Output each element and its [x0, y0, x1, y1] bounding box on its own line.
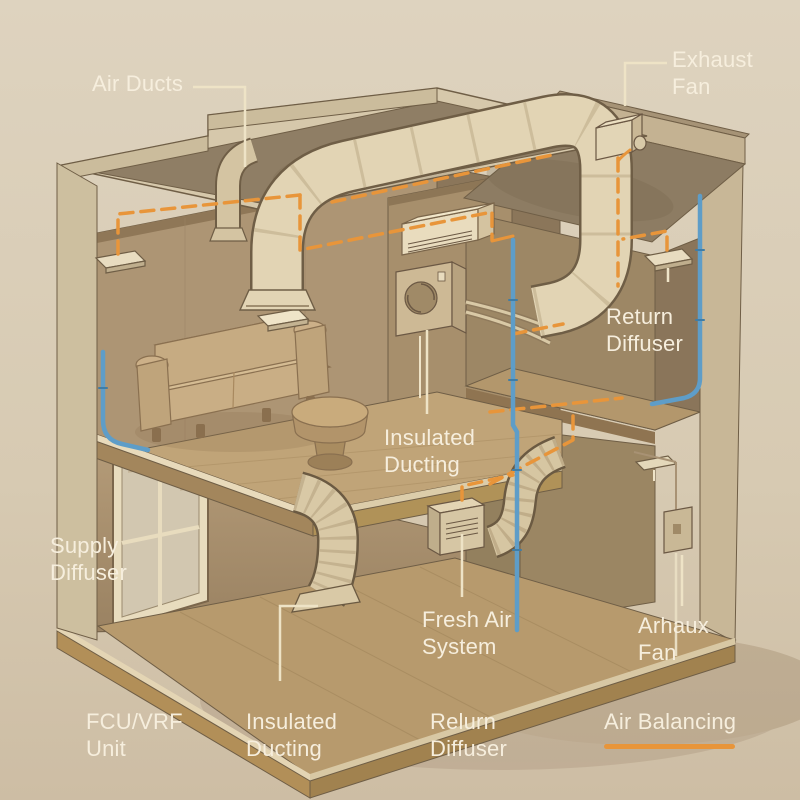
label-line: Relurn	[430, 709, 497, 734]
leader-exhaust-fan	[623, 61, 667, 106]
leader-insulated-bottom	[278, 604, 318, 681]
airflow-wall-run	[298, 193, 494, 252]
box-detail	[673, 524, 681, 534]
label-insulated-ducting-bottom: Insulated Ducting	[246, 708, 337, 763]
leader-air-ducts	[193, 85, 247, 167]
sofa-arm-right	[294, 324, 330, 400]
airflow-paths	[116, 148, 669, 502]
slab-edge-side-right	[312, 470, 563, 537]
fcu-unit	[395, 261, 558, 398]
label-line: Insulated	[246, 709, 338, 734]
table-base	[307, 453, 353, 471]
sofa-arm-left	[136, 358, 172, 432]
airflow-return-stem	[621, 229, 669, 252]
label-exhaust-fan: Exhaust Fan	[672, 46, 753, 101]
label-line: Ducting	[246, 736, 322, 762]
exhaust-fan-unit	[595, 112, 647, 161]
label-line: Fan	[638, 640, 677, 666]
label-line: FCU/VRF	[86, 709, 183, 734]
label-line: Supply	[50, 533, 119, 558]
airflow-duct-run	[330, 153, 554, 204]
label-supply-diffuser: Supply Diffuser	[50, 532, 127, 587]
label-air-ducts: Air Ducts	[92, 70, 183, 97]
s-duct-right	[485, 435, 567, 559]
lower-floor	[56, 557, 737, 799]
pipe-center	[510, 237, 520, 633]
pipe-left	[100, 349, 151, 453]
cushion-seam	[232, 371, 235, 409]
air-balancing-underline	[604, 744, 735, 749]
s-duct-ribs	[486, 438, 566, 556]
floor-planks	[179, 566, 661, 741]
water-pipes	[98, 193, 705, 633]
duct-stub-rear	[209, 137, 259, 242]
lower-slab-top-right	[310, 638, 735, 781]
label-line: Air Ducts	[92, 71, 184, 96]
conduit	[633, 451, 677, 510]
label-return-diffuser: Return Diffuser	[606, 303, 683, 358]
fresh-air-unit	[426, 497, 486, 557]
side-table	[291, 396, 369, 471]
partition-top-shadow	[388, 174, 512, 206]
duct-outlet-flare	[238, 289, 317, 311]
ac-louvers	[407, 230, 473, 253]
left-exterior-wall	[56, 162, 98, 641]
label-line: Return	[606, 304, 674, 329]
lower-right-wall-unit	[633, 451, 693, 656]
fcu-indicator	[437, 271, 446, 282]
fcu-side	[451, 261, 467, 334]
supply-diffuser-sofa-edge	[267, 318, 309, 332]
right-exterior-wall	[699, 163, 744, 643]
label-insulated-ducting-center: Insulated Ducting	[384, 424, 475, 479]
window-mullion	[121, 525, 200, 545]
pipe-right	[649, 193, 703, 407]
label-line: Diffuser	[430, 736, 507, 762]
lower-slab-side-right	[309, 644, 736, 799]
refrigerant-link	[490, 234, 515, 243]
duct-stub-flare	[209, 227, 248, 242]
label-relurn-diffuser: Relurn Diffuser	[430, 708, 507, 763]
fresh-air-front	[439, 504, 485, 556]
supply-diffuser-left-edge	[105, 260, 146, 274]
table-top	[291, 396, 369, 428]
label-arhaux-fan: Arhaux Fan	[638, 612, 709, 667]
exhaust-fan-outlet	[633, 135, 647, 151]
exhaust-fan-wire	[616, 148, 632, 163]
roof-fascia-right	[207, 87, 438, 131]
fcu-fan	[404, 281, 438, 315]
label-line: Diffuser	[606, 331, 683, 357]
label-line: Fresh Air	[422, 607, 512, 632]
label-line: Insulated	[384, 425, 476, 450]
label-line: Air Balancing	[604, 709, 737, 734]
fcu-fan-blades	[406, 283, 435, 313]
label-line: System	[422, 634, 497, 660]
label-air-balancing: Air Balancing	[604, 708, 736, 735]
label-line: Unit	[86, 736, 126, 762]
label-line: Ducting	[384, 452, 460, 478]
sofa	[135, 314, 335, 452]
label-line: Exhaust	[672, 47, 753, 72]
leader-lines	[193, 61, 684, 681]
label-line: Diffuser	[50, 560, 127, 586]
label-line: Fan	[672, 74, 711, 100]
sofa-shadow	[135, 412, 335, 452]
return-diffuser-edge	[654, 258, 693, 272]
slab-edge-top-left	[87, 431, 313, 519]
airflow-left-run	[116, 193, 302, 256]
lower-slab-top-left	[57, 624, 310, 781]
pipe-joints	[98, 249, 705, 551]
airflow-lower-right	[460, 322, 624, 502]
fresh-air-side	[427, 504, 441, 557]
main-air-duct	[238, 93, 633, 339]
label-fresh-air-system: Fresh Air System	[422, 606, 512, 661]
ceiling-diffusers	[94, 248, 694, 481]
label-line: Arhaux	[638, 613, 709, 638]
duct-segment-seams	[252, 95, 631, 337]
label-fcu-vrf-unit: FCU/VRF Unit	[86, 708, 183, 763]
